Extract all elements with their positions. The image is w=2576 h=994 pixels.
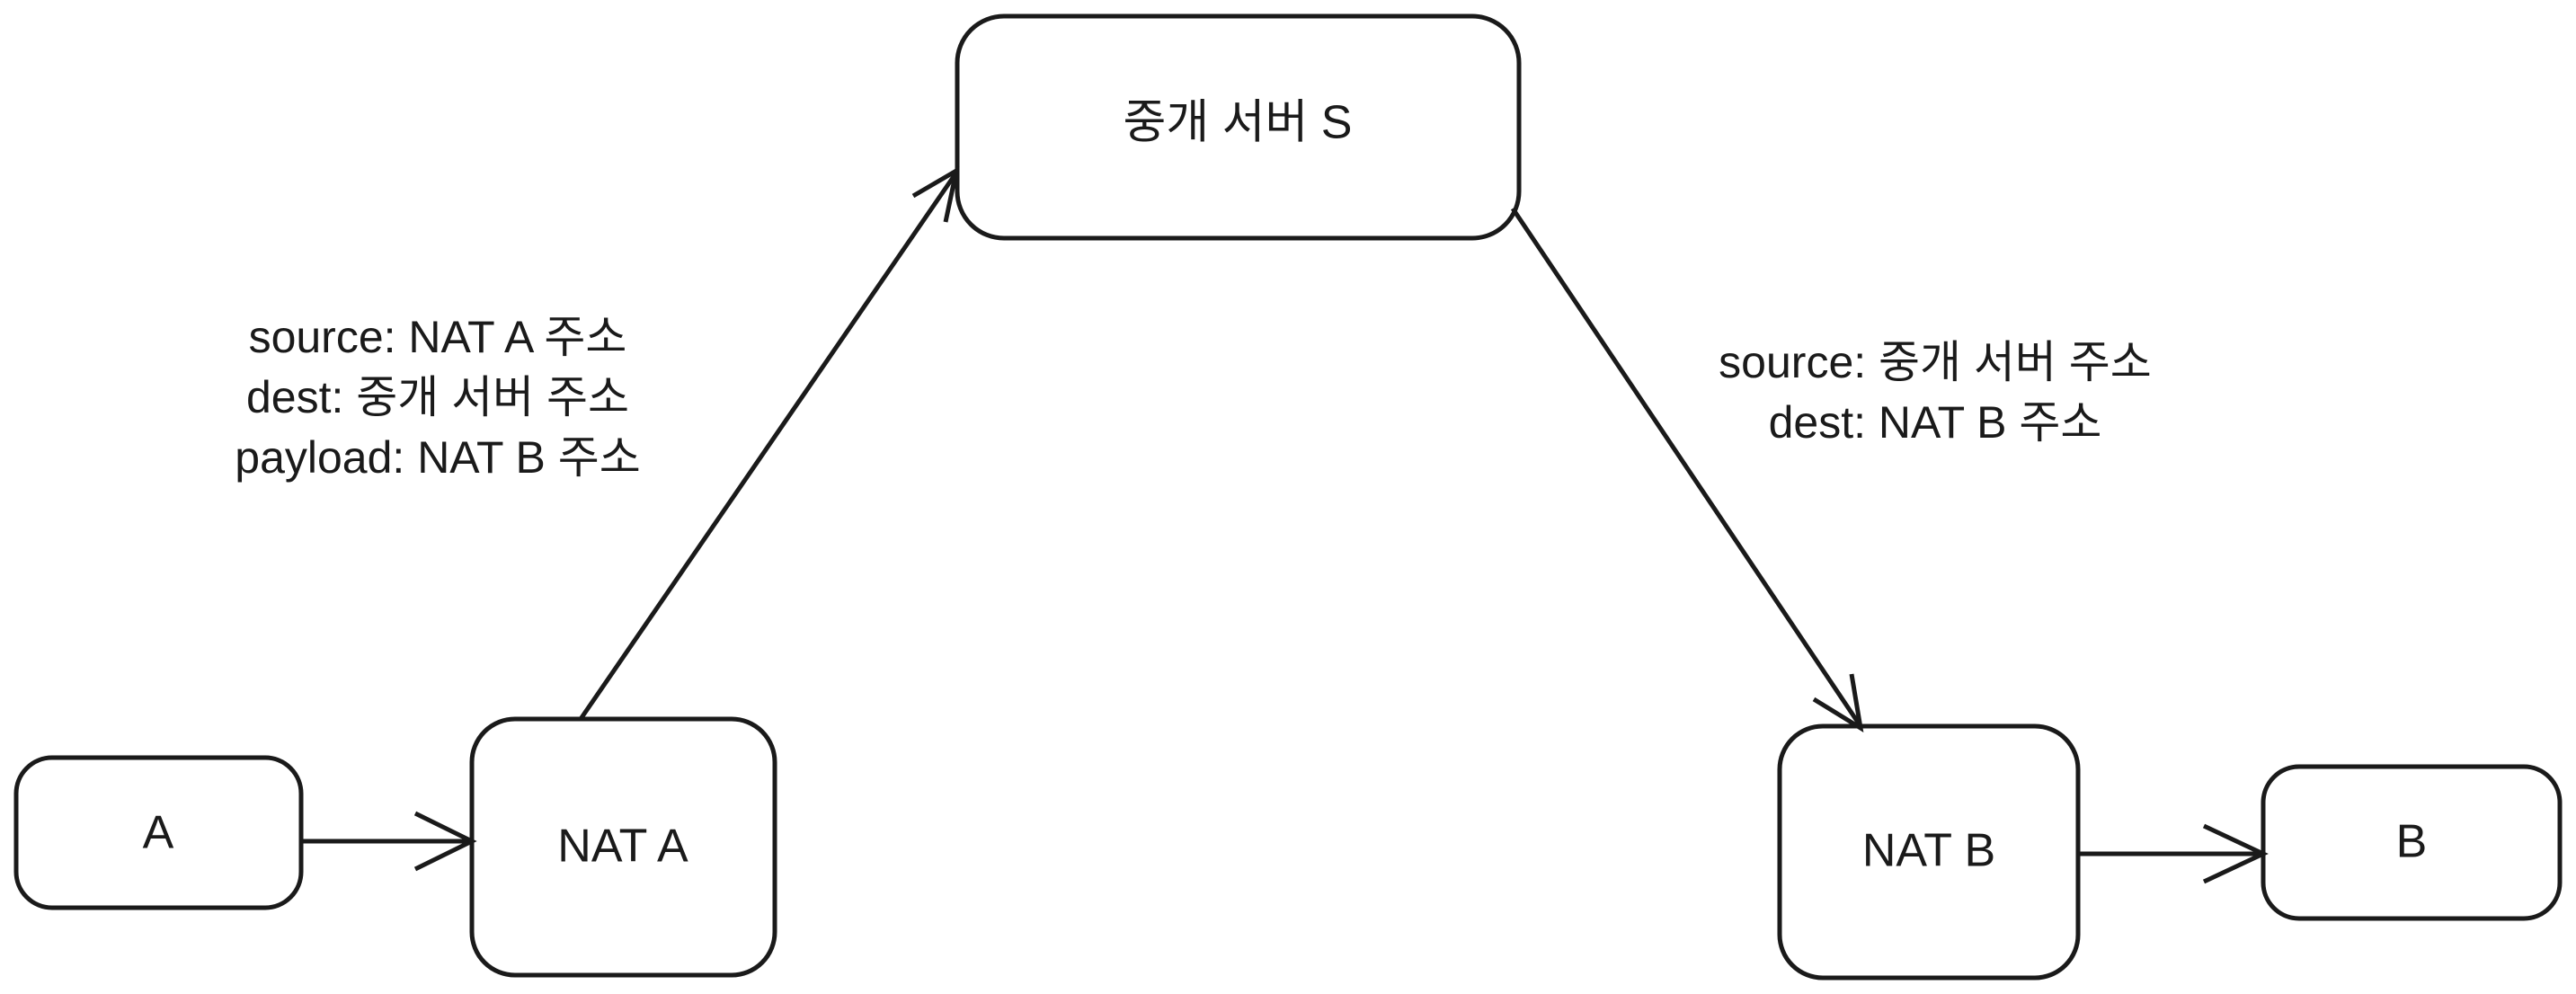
edge-a-to-nat-a <box>301 811 477 872</box>
node-client-a-shape <box>13 755 304 910</box>
edge-label-packet-server-to-b-line-1: source: 중개 서버 주소 <box>1719 337 2152 387</box>
edge-label-packet-a-to-server-line-2: dest: 중개 서버 주소 <box>246 372 629 422</box>
node-nat-b-label: NAT B <box>1862 825 1995 877</box>
node-client-b-label: B <box>2396 816 2428 868</box>
node-nat-b[interactable]: NAT B <box>1777 723 2081 981</box>
edge-nat-a-to-server <box>578 166 960 721</box>
node-nat-a-shape <box>469 716 777 978</box>
edge-server-to-nat-b-line <box>1510 207 1863 728</box>
edge-server-to-nat-b <box>1510 207 1864 733</box>
edge-nat-a-to-server-arrowhead <box>911 166 960 223</box>
edge-label-packet-a-to-server-line-3: payload: NAT B 주소 <box>235 432 640 483</box>
edge-server-to-nat-b-arrowhead <box>1812 673 1864 733</box>
edge-nat-b-to-b <box>2078 823 2269 884</box>
node-nat-a[interactable]: NAT A <box>469 716 777 978</box>
edge-label-packet-server-to-b: source: 중개 서버 주소 dest: NAT B 주소 <box>1719 337 2152 448</box>
edge-nat-b-to-b-arrowhead <box>2202 823 2269 884</box>
node-nat-a-label: NAT A <box>557 821 688 873</box>
node-relay-server[interactable]: 중개 서버 S <box>955 13 1522 241</box>
node-client-b[interactable]: B <box>2261 764 2563 921</box>
node-client-a-label: A <box>143 807 174 859</box>
edge-label-packet-a-to-server: source: NAT A 주소 dest: 중개 서버 주소 payload:… <box>235 312 640 483</box>
edge-nat-a-to-server-line <box>578 171 959 721</box>
node-relay-server-label: 중개 서버 S <box>1124 97 1353 149</box>
node-client-b-shape <box>2261 764 2563 921</box>
edge-label-packet-a-to-server-line-1: source: NAT A 주소 <box>249 312 627 362</box>
edge-a-to-nat-a-arrowhead <box>413 811 477 872</box>
edge-label-packet-server-to-b-line-2: dest: NAT B 주소 <box>1769 397 2102 448</box>
node-client-a[interactable]: A <box>13 755 304 910</box>
node-relay-server-shape <box>955 13 1522 241</box>
